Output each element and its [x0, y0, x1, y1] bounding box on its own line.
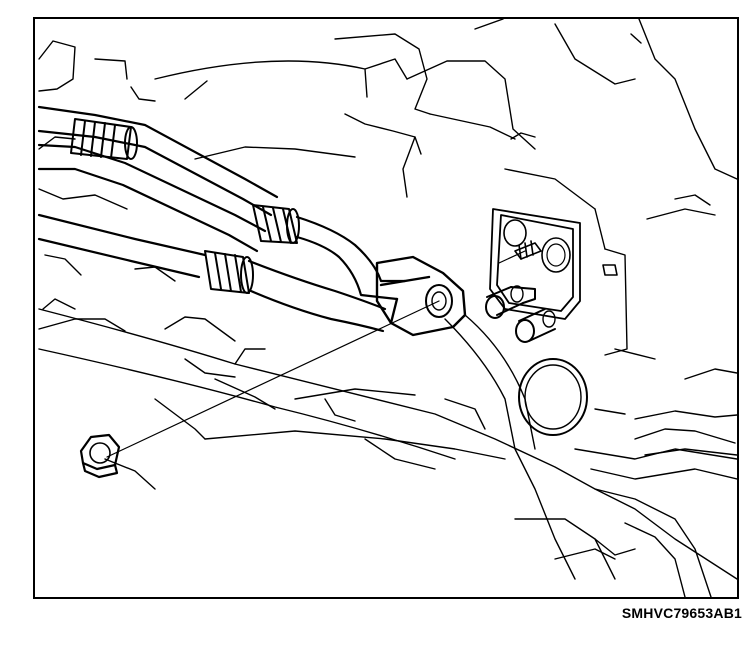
hose-ferrule-upper-right: [252, 204, 300, 244]
illustration-frame: [33, 17, 739, 599]
refrigerant-line-lower-bend: [247, 259, 387, 333]
grommet: [518, 358, 588, 436]
figure-id-label: SMHVC79653AB1: [621, 605, 742, 621]
ac-line-fitting-illustration: [37, 19, 737, 597]
refrigerant-line-lower: [37, 213, 207, 279]
evaporator-port-tubes: [485, 285, 556, 343]
refrigerant-line-upper-bend: [295, 215, 407, 301]
alignment-line: [106, 250, 526, 458]
body-panel-outline: [38, 19, 737, 460]
flange-plate: [489, 208, 581, 320]
hex-nut: [79, 433, 121, 479]
manifold-block: [375, 255, 467, 337]
hose-ferrule-lower: [204, 250, 254, 294]
side-stud: [602, 264, 618, 276]
hose-ferrule-upper-left: [70, 118, 138, 160]
threaded-stud: [514, 240, 542, 260]
firewall-structure: [38, 208, 737, 597]
